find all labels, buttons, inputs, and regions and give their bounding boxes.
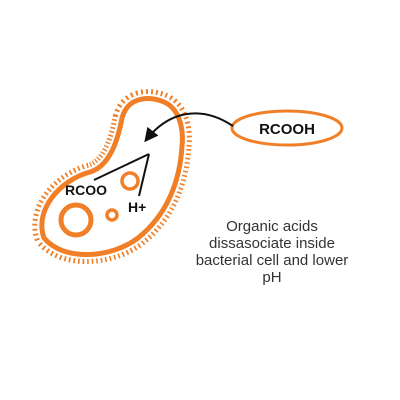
diagram-caption: Organic acids dissasociate inside bacter… — [160, 218, 384, 286]
vacuole-large — [58, 202, 94, 238]
entry-arrow — [144, 112, 234, 143]
rcooh-ellipse — [230, 109, 344, 147]
vacuole-medium — [120, 171, 140, 191]
caption-line: pH — [262, 269, 282, 286]
proton-label: H+ — [128, 199, 146, 215]
dissociation-line-anion — [93, 153, 150, 181]
vacuole-small — [105, 208, 119, 222]
rcoo-label: RCOO — [65, 182, 107, 198]
caption-line: bacterial cell and lower — [195, 252, 349, 269]
rcooh-label: RCOOH — [259, 121, 315, 138]
caption-line: dissasociate inside — [209, 235, 335, 252]
dissociation-line-proton — [138, 153, 150, 197]
caption-line: Organic acids — [226, 218, 318, 235]
